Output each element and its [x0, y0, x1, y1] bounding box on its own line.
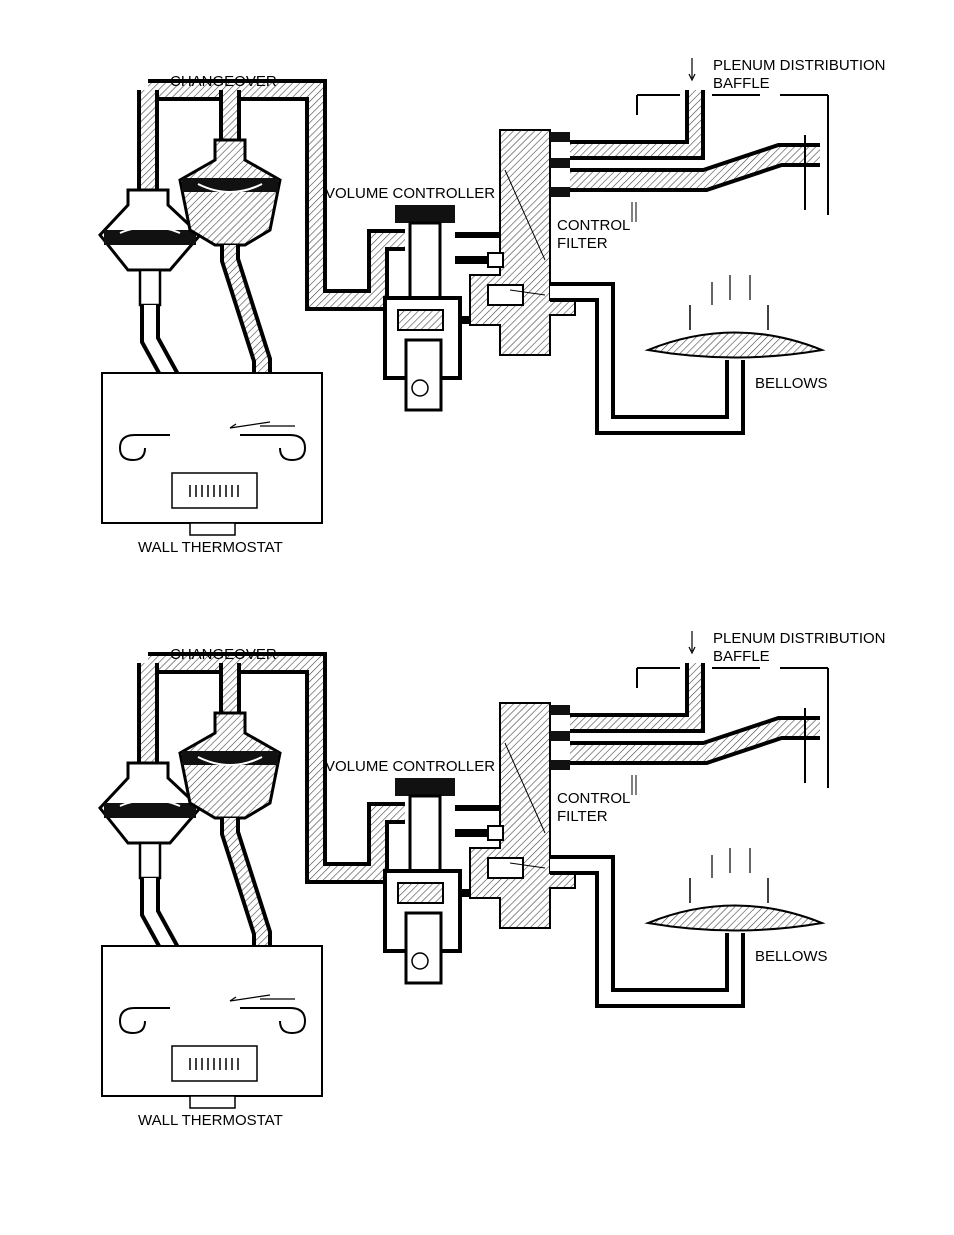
label-plenum-line2: BAFFLE	[713, 648, 770, 665]
bellows-line	[550, 282, 745, 435]
label-control: CONTROL	[557, 217, 630, 234]
bellows	[644, 275, 826, 359]
label-bellows: BELLOWS	[755, 375, 828, 392]
right-relay	[178, 138, 282, 247]
pneumatic-diagram-1: CHANGEOVER PLENUM DISTRIBUTION BAFFLE VO…	[98, 57, 886, 556]
label-changeover: CHANGEOVER	[170, 73, 277, 90]
label-changeover: CHANGEOVER	[170, 646, 277, 663]
changeover-duct	[137, 652, 405, 884]
pneumatic-diagram-2: CHANGEOVER PLENUM DISTRIBUTION BAFFLE VO…	[98, 630, 886, 1129]
label-plenum-line1: PLENUM DISTRIBUTION	[713, 57, 886, 74]
bellows	[644, 848, 826, 932]
bellows-line	[550, 855, 745, 1008]
label-volume-controller: VOLUME CONTROLLER	[325, 185, 495, 202]
volume-controller	[383, 205, 505, 412]
label-bellows: BELLOWS	[755, 948, 828, 965]
label-wall-thermostat: WALL THERMOSTAT	[138, 539, 283, 556]
plenum-ducts	[570, 58, 829, 222]
wall-thermostat	[101, 945, 323, 1109]
label-wall-thermostat: WALL THERMOSTAT	[138, 1112, 283, 1129]
label-volume-controller: VOLUME CONTROLLER	[325, 758, 495, 775]
plenum-ducts	[570, 631, 829, 795]
wall-thermostat	[101, 372, 323, 536]
label-filter: FILTER	[557, 235, 608, 252]
label-plenum-line2: BAFFLE	[713, 75, 770, 92]
label-plenum-line1: PLENUM DISTRIBUTION	[713, 630, 886, 647]
label-filter: FILTER	[557, 808, 608, 825]
right-relay	[178, 711, 282, 820]
label-control: CONTROL	[557, 790, 630, 807]
left-relay	[98, 761, 203, 880]
changeover-duct	[137, 79, 405, 311]
